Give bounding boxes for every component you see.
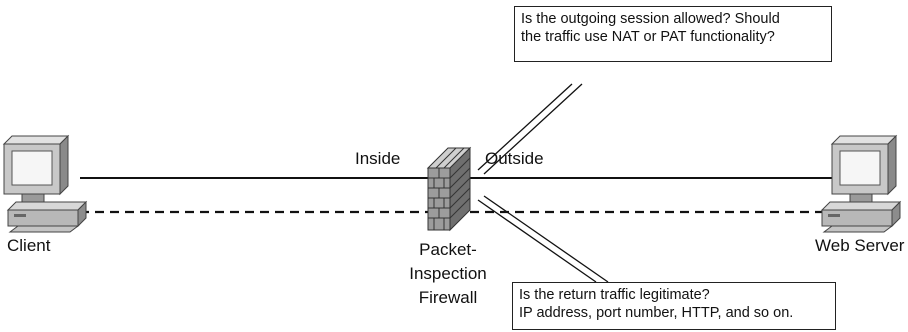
web-server-label: Web Server (815, 236, 905, 255)
outside-zone-label: Outside (485, 149, 544, 168)
web-server-computer-icon (820, 134, 902, 233)
return-traffic-callout: Is the return traffic legitimate? IP add… (512, 282, 836, 330)
firewall-brick-icon (426, 146, 472, 232)
firewall-label: Packet- Inspection Firewall (396, 238, 500, 310)
outgoing-callout-line-1: Is the outgoing session allowed? Should (521, 11, 780, 27)
return-callout-pointer (477, 195, 609, 283)
outgoing-session-callout: Is the outgoing session allowed? Should … (514, 6, 832, 62)
outgoing-callout-pointer (477, 83, 583, 175)
firewall-label-line-1: Packet- (419, 240, 477, 259)
return-callout-line-2: IP address, port number, HTTP, and so on… (519, 305, 794, 321)
client-computer-icon (2, 134, 88, 233)
return-callout-line-1: Is the return traffic legitimate? (519, 287, 710, 303)
inside-zone-label: Inside (355, 149, 401, 168)
outgoing-callout-line-2: the traffic use NAT or PAT functionality… (521, 29, 775, 45)
firewall-label-line-2: Inspection (409, 264, 487, 283)
client-label: Client (7, 236, 51, 255)
firewall-label-line-3: Firewall (418, 288, 478, 307)
